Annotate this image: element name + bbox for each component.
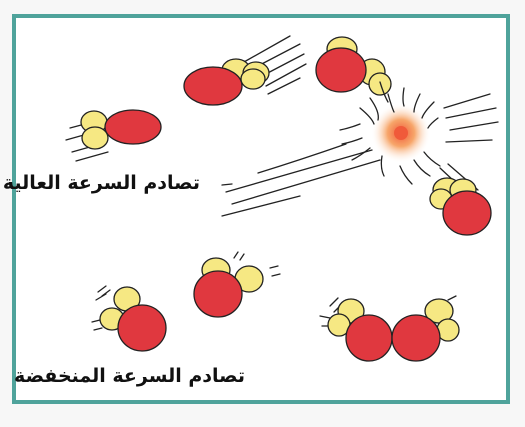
motion-lines-4 <box>222 144 380 216</box>
molecule-high-3 <box>316 37 391 95</box>
molecule-high-1 <box>81 110 161 149</box>
high-speed-collision-label: تصادم السرعة العالية <box>3 172 200 194</box>
molecule-low-4 <box>392 299 459 361</box>
molecule-low-1 <box>100 287 166 351</box>
molecule-high-4 <box>430 178 491 235</box>
molecule-high-2 <box>184 59 269 105</box>
molecule-low-2 <box>194 258 263 317</box>
collision-flash-core <box>394 126 408 140</box>
low-speed-collision-label: تصادم السرعة المنخفضة <box>14 365 245 387</box>
